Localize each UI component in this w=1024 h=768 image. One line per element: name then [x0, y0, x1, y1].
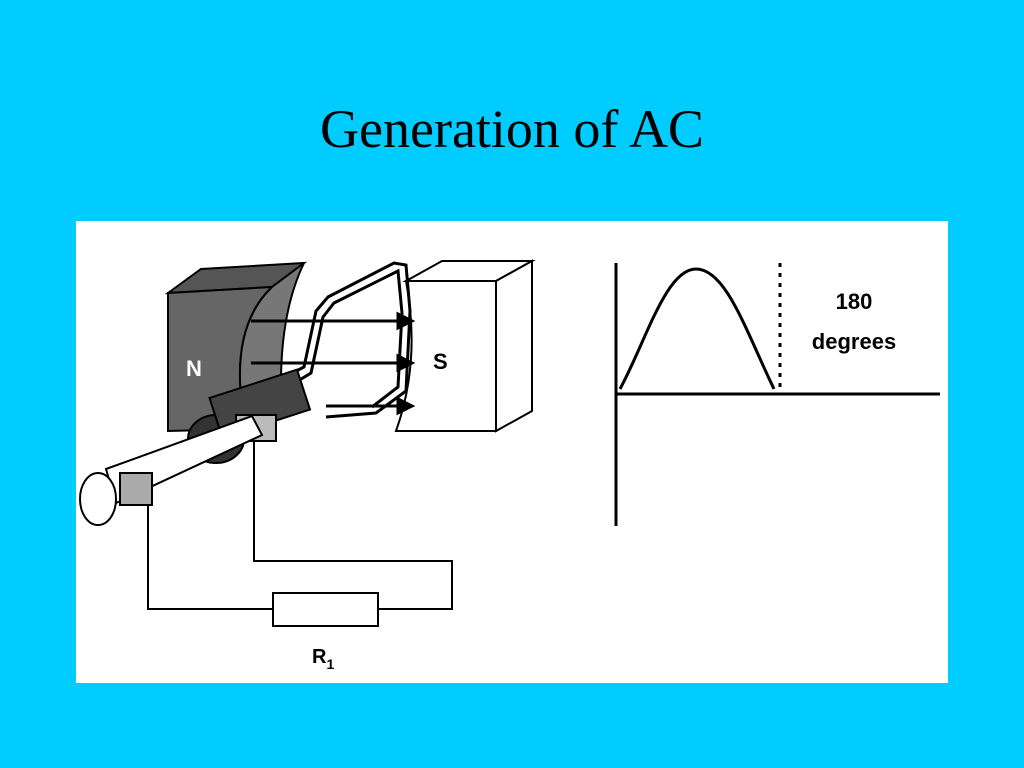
slide-title: Generation of AC	[320, 99, 704, 159]
degree-annotation-number: 180	[836, 289, 873, 314]
ac-generator-diagram: N S	[79, 259, 940, 672]
south-pole-label: S	[433, 349, 448, 374]
resistor-label-subscript: 1	[326, 656, 334, 672]
degree-annotation-unit: degrees	[812, 329, 896, 354]
half-sine-wave	[618, 267, 776, 390]
south-magnet	[394, 259, 536, 433]
slip-rings	[79, 368, 312, 526]
waveform-axes	[614, 263, 940, 526]
resistor-label: R1	[312, 646, 334, 672]
resistor-label-main: R	[312, 646, 327, 668]
resistor	[272, 592, 379, 627]
figure-panel: N S	[76, 221, 948, 683]
armature-loop	[280, 261, 412, 419]
external-circuit	[147, 441, 453, 610]
north-pole-label: N	[186, 356, 202, 381]
